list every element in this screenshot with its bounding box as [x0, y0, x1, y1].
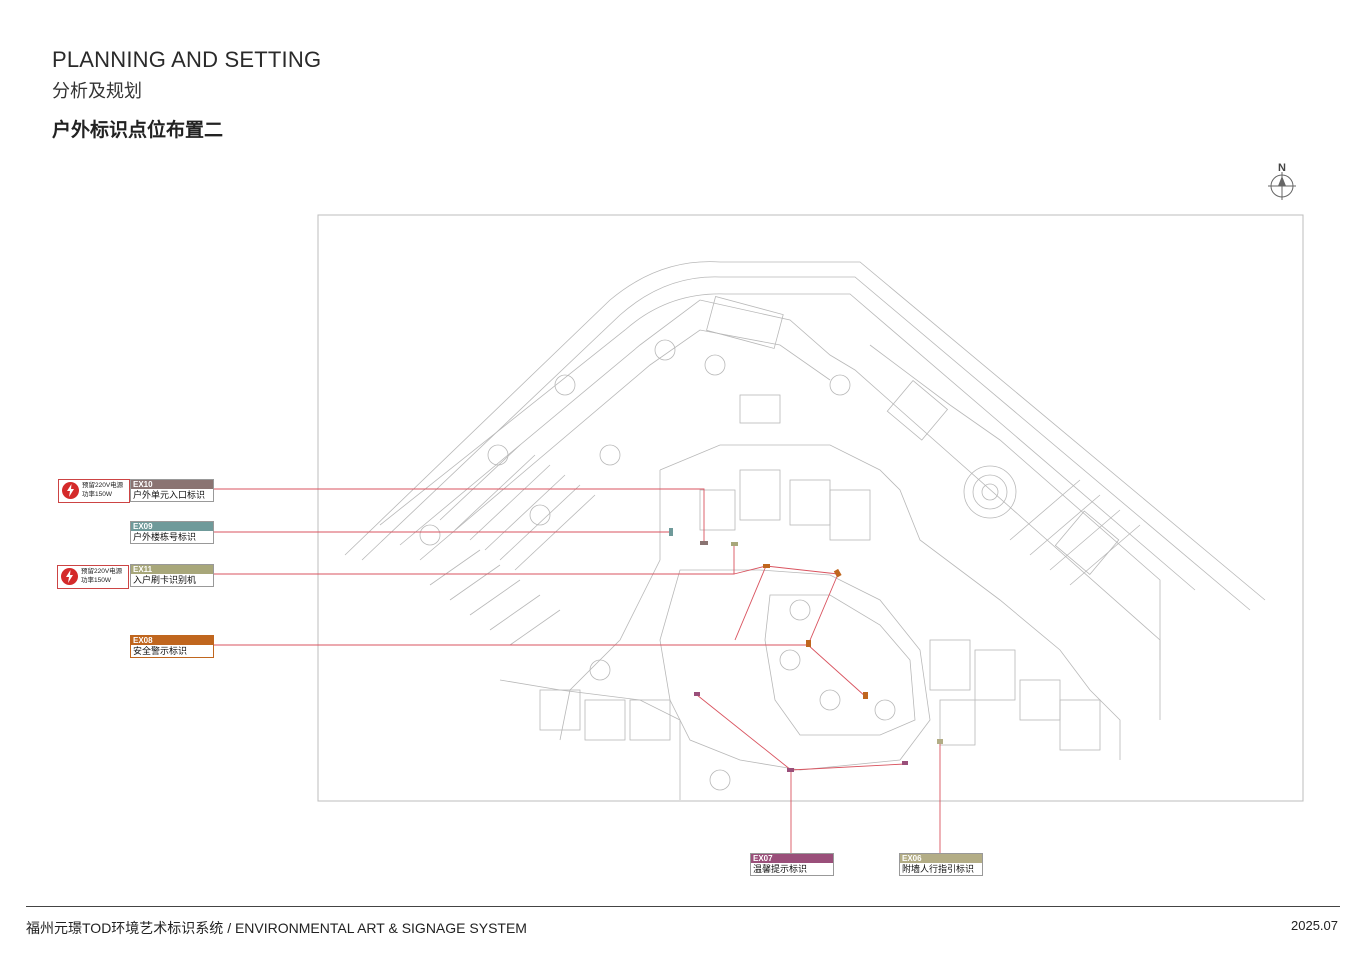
sign-tag-ex06: EX06 附墙人行指引标识 [899, 853, 983, 876]
sign-label: 安全警示标识 [133, 646, 188, 656]
sign-code: EX11 [131, 565, 213, 574]
sign-code: EX08 [131, 636, 213, 645]
sign-label: 温馨提示标识 [753, 864, 808, 874]
sign-tag-ex09: EX09 户外楼栋号标识 [130, 521, 214, 544]
sign-markers [669, 528, 943, 772]
sign-label: 户外单元入口标识 [133, 490, 206, 500]
sign-code: EX07 [751, 854, 833, 863]
sign-code: EX10 [131, 480, 213, 489]
page-title-cn: 分析及规划 [52, 81, 142, 101]
sign-tag-ex08: EX08 安全警示标识 [130, 635, 214, 658]
page-title-en: PLANNING AND SETTING [52, 47, 322, 72]
plan-linework [344, 261, 1266, 800]
north-compass-icon: N [1268, 162, 1296, 200]
power-note-text: 预留220V电源 功率150W [81, 568, 123, 584]
footer-project-title: 福州元璟TOD环境艺术标识系统 / ENVIRONMENTAL ART & SI… [26, 920, 527, 936]
power-note-2: 预留220V电源 功率150W [57, 565, 129, 589]
sign-tag-ex11: EX11 入户刷卡识别机 [130, 564, 214, 587]
power-note-1: 预留220V电源 功率150W [58, 479, 130, 503]
sign-tag-ex07: EX07 温馨提示标识 [750, 853, 834, 876]
sign-label: 入户刷卡识别机 [133, 575, 197, 585]
footer-divider [26, 906, 1340, 907]
sign-tag-ex10: EX10 户外单元入口标识 [130, 479, 214, 502]
leader-lines [212, 488, 941, 853]
compass-n-label: N [1278, 162, 1286, 174]
sign-code: EX09 [131, 522, 213, 531]
power-bolt-icon [61, 568, 78, 585]
power-note-text: 预留220V电源 功率150W [82, 482, 124, 498]
sign-code: EX06 [900, 854, 982, 863]
plan-frame [317, 214, 1304, 802]
sign-label: 户外楼栋号标识 [133, 532, 197, 542]
sign-label: 附墙人行指引标识 [902, 864, 975, 874]
power-bolt-icon [62, 482, 79, 499]
section-title: 户外标识点位布置二 [52, 120, 224, 141]
footer-date: 2025.07 [1291, 918, 1338, 933]
